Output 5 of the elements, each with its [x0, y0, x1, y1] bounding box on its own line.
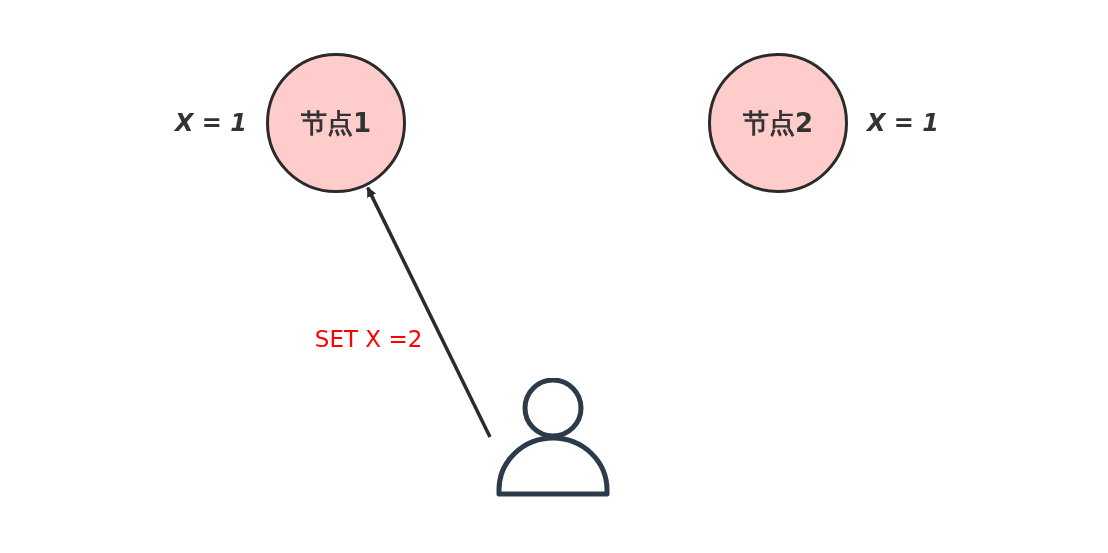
node-label: 节点1 [300, 106, 372, 140]
arrow [366, 186, 492, 438]
value-label: X = 1 [867, 109, 940, 137]
node-label: 节点2 [742, 106, 814, 140]
value-label: X = 1 [174, 109, 247, 137]
